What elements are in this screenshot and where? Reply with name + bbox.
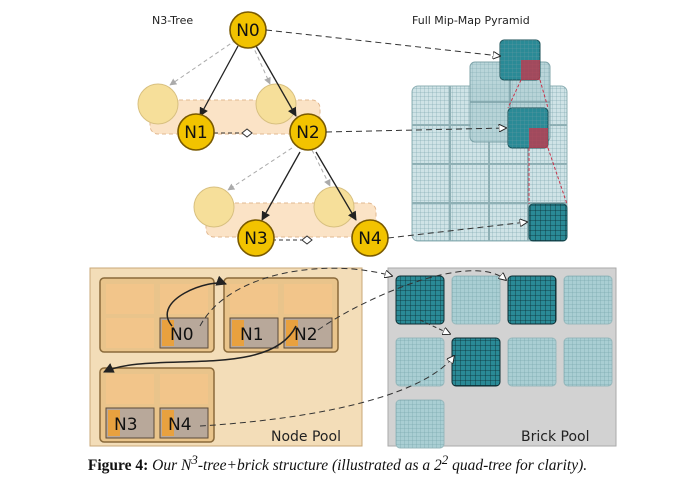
- node-n4-label: N4: [358, 229, 382, 249]
- brick-grid-overlay: [508, 338, 556, 386]
- node-n2: N2: [289, 113, 327, 151]
- mipmap-pyramid: [411, 39, 568, 242]
- brick-pointer-n0: [199, 267, 392, 327]
- node-n3-label: N3: [244, 229, 268, 249]
- ghost-edge: [169, 39, 237, 86]
- pool-node-n1: N1: [240, 325, 264, 345]
- brick-pointer-n4: [199, 356, 454, 427]
- node-n1-label: N1: [184, 123, 208, 143]
- pool-node-n3: N3: [114, 415, 138, 435]
- brick-grid-overlay: [564, 276, 612, 324]
- tree-edge: [199, 45, 239, 117]
- tree-edge: [255, 45, 297, 117]
- brick-pool: Brick Pool: [387, 267, 617, 449]
- ghost-node: [255, 83, 297, 125]
- brick-grid-overlay: [452, 338, 500, 386]
- caption-text-middle: -tree+brick structure (illustrated as a …: [197, 457, 442, 475]
- brick-pool-label: Brick Pool: [521, 429, 589, 445]
- figure-diagram: N3-Tree Full Mip-Map Pyramid N0 N1 N2 N3…: [89, 11, 617, 449]
- node-n4: N4: [351, 219, 389, 257]
- ghost-edge: [311, 149, 331, 187]
- node-n0-label: N0: [236, 21, 260, 41]
- ghost-node: [313, 186, 355, 228]
- caption-sup2: 2: [441, 452, 449, 467]
- pointer-n4-to-pyramid: [387, 222, 527, 239]
- caption-text-prefix: Our N: [152, 457, 192, 475]
- caption-text-suffix: quad-tree for clarity).: [448, 457, 588, 475]
- brick-grid-overlay: [396, 338, 444, 386]
- child-pointer-n2: [103, 325, 297, 373]
- tree-edge: [261, 151, 301, 221]
- pool-node-n2: N2: [294, 325, 318, 345]
- ghost-node: [193, 186, 235, 228]
- pool-node-n4: N4: [168, 415, 192, 435]
- pyramid-title: Full Mip-Map Pyramid: [412, 14, 530, 27]
- brick-grid-overlay: [452, 276, 500, 324]
- node-pool-label: Node Pool: [271, 429, 341, 445]
- brick-grid-overlay: [564, 338, 612, 386]
- tree-edge: [315, 151, 357, 221]
- ghost-edge: [227, 147, 293, 191]
- pointer-n0-to-pyramid: [265, 29, 500, 56]
- sibling-link-diamond: [241, 128, 253, 138]
- figure-caption: Figure 4: Our N3-tree+brick structure (i…: [0, 452, 675, 475]
- brick-pointer-inner: [419, 319, 450, 334]
- sibling-link-diamond: [301, 235, 313, 245]
- node-pool: Node Pool N0 N1 N2 N3 N4: [89, 267, 363, 447]
- caption-label: Figure 4:: [87, 457, 149, 475]
- tree-title: N3-Tree: [152, 14, 193, 27]
- node-n3: N3: [237, 219, 275, 257]
- pyramid-highlight: [521, 60, 540, 80]
- pool-node-n0: N0: [170, 325, 194, 345]
- brick-grid-overlay: [508, 276, 556, 324]
- pointer-n2-to-pyramid: [325, 128, 506, 133]
- child-pointer-n0: [166, 275, 227, 327]
- ghost-node: [137, 83, 179, 125]
- node-n1: N1: [177, 113, 215, 151]
- caption-sup: 3: [191, 452, 198, 467]
- node-n2-label: N2: [296, 123, 320, 143]
- brick-grid-overlay: [396, 400, 444, 448]
- node-n0: N0: [229, 11, 267, 49]
- brick-grid-overlay: [396, 276, 444, 324]
- ghost-edge: [251, 43, 271, 85]
- brick-pointer-n2: [317, 270, 506, 331]
